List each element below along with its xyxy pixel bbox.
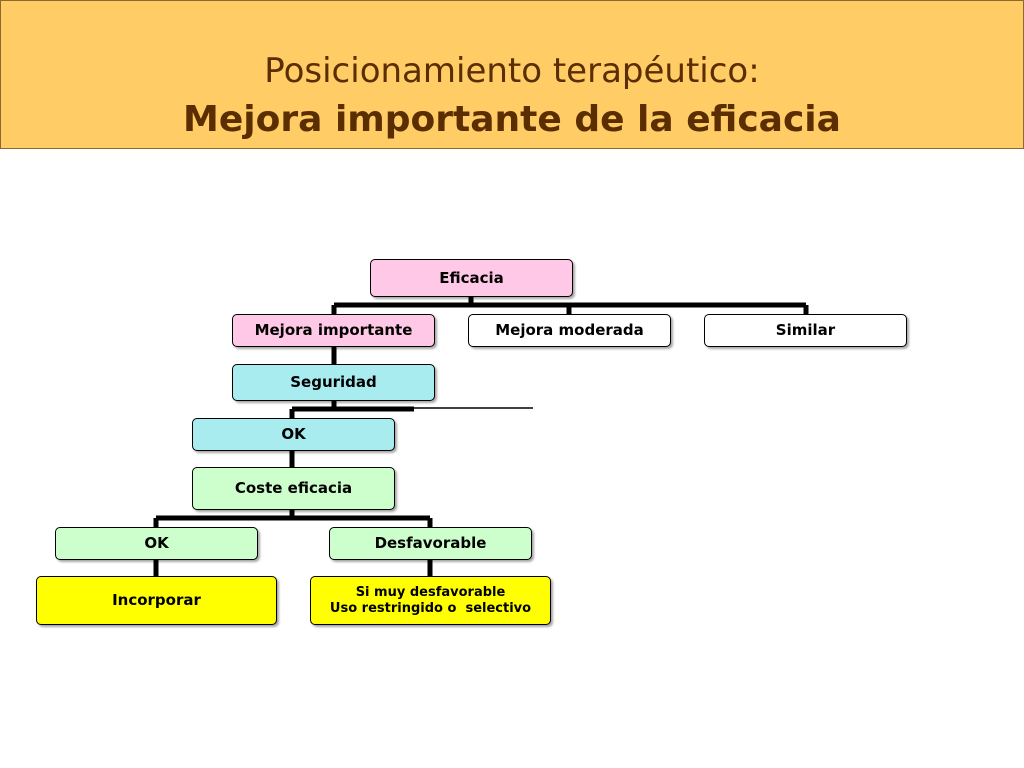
title-line-2: Mejora importante de la eficacia — [183, 99, 841, 140]
node-mejora-importante: Mejora importante — [232, 314, 435, 347]
node-uso-restringido-line-1: Si muy desfavorable — [355, 584, 506, 600]
node-eficacia: Eficacia — [370, 259, 573, 297]
node-uso-restringido: Si muy desfavorable Uso restringido o se… — [310, 576, 551, 625]
node-incorporar: Incorporar — [36, 576, 277, 625]
node-seguridad-ok: OK — [192, 418, 395, 451]
node-mejora-moderada: Mejora moderada — [468, 314, 671, 347]
title-line-1: Posicionamiento terapéutico: — [264, 51, 760, 91]
node-coste-ok: OK — [55, 527, 258, 560]
node-seguridad: Seguridad — [232, 364, 435, 401]
node-desfavorable: Desfavorable — [329, 527, 532, 560]
title-banner: Posicionamiento terapéutico: Mejora impo… — [0, 0, 1024, 149]
node-uso-restringido-line-2: Uso restringido o selectivo — [329, 600, 532, 616]
node-coste-eficacia: Coste eficacia — [192, 467, 395, 510]
node-similar: Similar — [704, 314, 907, 347]
